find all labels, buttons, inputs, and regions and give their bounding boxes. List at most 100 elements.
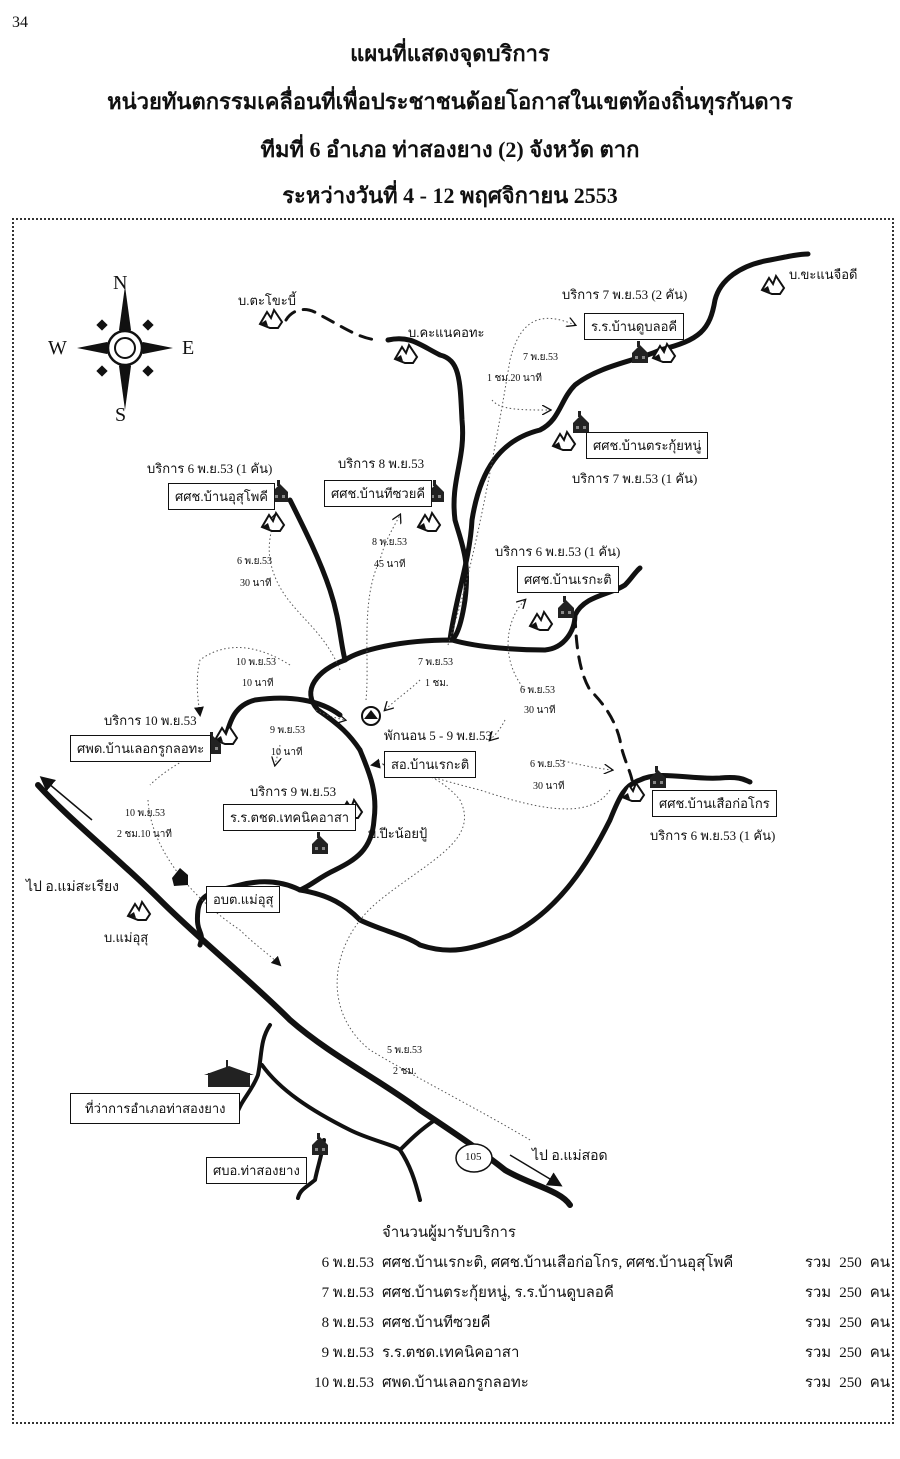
mountain-icon [417,512,441,532]
tent-icon [361,706,381,726]
summary-row: 6 พ.ย.53 ศศช.บ้านเรกะติ, ศศช.บ้านเสือก่อ… [300,1250,890,1274]
district-office-box[interactable]: ที่ว่าการอำเภอท่าสองยาง [70,1093,241,1124]
compass-rose-icon [77,286,173,410]
summary-date: 6 พ.ย.53 [321,1255,374,1271]
route-7-trakuinu [491,399,550,410]
service-point-box[interactable]: ศศช.บ้านทีซวยคี [324,480,433,507]
travel-time: 1 ชม.20 นาที [487,373,542,384]
service-point-box[interactable]: ร.ร.บ้านดูบลอคี [584,313,685,340]
summary-unit: คน [869,1375,890,1391]
page-number: 34 [12,14,28,31]
house-icon [312,1133,328,1155]
road-rekati-north [572,565,643,618]
arrow-to-mae-sot [509,1154,563,1187]
summary-count: 250 [839,1345,862,1361]
mountain-icon [552,431,576,451]
service-date-label: บริการ 7 พ.ย.53 (1 คัน) [572,471,698,486]
summary-sites: ร.ร.ตชด.เทคนิคอาสา [382,1345,520,1361]
service-point-box[interactable]: ศศช.บ้านตระกุ้ยหนู่ [586,432,709,459]
arrow-to-mae-sariang [39,776,93,821]
road-district-2 [260,1063,402,1152]
service-point-box[interactable]: ร.ร.ตชด.เทคนิคอาสา [223,804,357,831]
summary-count: 250 [839,1285,862,1301]
route-8-thisuaiki [365,515,400,701]
service-date-label: บริการ 6 พ.ย.53 (1 คัน) [147,461,273,476]
village-label: บ.ขะแนจือดี [789,267,858,282]
summary-sites: ศศช.บ้านตระกุ้ยหนู่, ร.ร.บ้านดูบลอคี [382,1285,614,1301]
travel-time: 10 นาที [271,747,303,758]
highway-105 [35,782,573,1208]
summary-total-label: รวม [804,1315,832,1331]
direction-mae-sariang: ไป อ.แม่สะเรียง [26,880,119,895]
road-usuphodi [287,497,348,663]
direction-mae-sot: ไป อ.แม่สอด [532,1149,608,1164]
route-10-loekruk-a [193,647,291,717]
travel-time: 10 นาที [242,678,274,689]
summary-row: 7 พ.ย.53 ศศช.บ้านตระกุ้ยหนู่, ร.ร.บ้านดู… [300,1280,890,1304]
mountain-icon [127,901,151,921]
travel-time: 2 ชม.10 นาที [117,829,172,840]
map-frame [12,218,894,1424]
base-stay-note: พักนอน 5 - 9 พ.ย.53 [384,728,493,743]
health-center-box[interactable]: ศบอ.ท่าสองยาง [206,1157,307,1184]
summary-total-label: รวม [804,1345,832,1361]
base-station-box[interactable]: สอ.บ้านเรกะติ [384,751,477,778]
route-7-dubloki [447,318,575,646]
route-6-rekati [507,600,525,691]
highway-number: 105 [465,1151,482,1163]
travel-time: 1 ชม. [425,678,449,689]
road-loop-west [308,657,363,753]
compass-west-label: W [48,337,67,359]
travel-date: 10 พ.ย.53 [125,808,165,819]
service-date-label: บริการ 6 พ.ย.53 (1 คัน) [650,828,776,843]
landmark-blob-icon [172,868,188,886]
service-date-label: บริการ 6 พ.ย.53 (1 คัน) [495,544,621,559]
road-south [297,747,378,893]
road-district-3 [398,1118,437,1152]
summary-total-label: รวม [804,1255,832,1271]
mountain-icon [394,344,418,364]
travel-time: 30 นาที [240,578,272,589]
service-point-box[interactable]: ศศช.บ้านเสือก่อโกร [652,790,777,817]
summary-total-label: รวม [804,1285,832,1301]
village-label: บ.ปีะน้อยปู้ [368,826,428,841]
service-date-label: บริการ 9 พ.ย.53 [250,784,337,799]
house-icon [632,341,648,363]
trail-suea-kokro [573,613,634,782]
compass-north-label: N [113,272,128,294]
service-date-label: บริการ 7 พ.ย.53 (2 คัน) [562,287,688,302]
summary-unit: คน [869,1255,890,1271]
title-line-2: หน่วยทันตกรรมเคลื่อนที่เพื่อประชาชนด้อยโ… [107,89,793,114]
travel-date: 8 พ.ย.53 [372,537,407,548]
trail-tachaibi [284,308,382,342]
compass-east-label: E [182,337,195,359]
route-5-base [336,758,531,1141]
service-point-box[interactable]: ศพด.บ้านเลอกรูกลอทะ [70,735,212,762]
travel-date: 7 พ.ย.53 [418,657,453,668]
house-icon [312,832,328,854]
service-point-box[interactable]: ศศช.บ้านอุสุโพคี [168,483,276,510]
service-point-box[interactable]: ศศช.บ้านเรกะติ [517,566,619,593]
travel-time: 2 ชม. [393,1066,417,1077]
route-6-suea [559,759,612,770]
obt-box[interactable]: อบต.แม่อุสุ [206,886,281,913]
route-9-b [275,744,280,765]
service-date-label: บริการ 10 พ.ย.53 [104,713,197,728]
summary-count: 250 [839,1375,862,1391]
travel-date: 5 พ.ย.53 [387,1045,422,1056]
house-icon [558,596,574,618]
road-northeast [447,251,811,643]
road-district [233,1023,272,1122]
route-6-return [385,765,611,810]
compass-south-label: S [115,404,127,426]
summary-unit: คน [869,1285,890,1301]
route-6-usuphodi [269,515,341,671]
summary-sites: ศศช.บ้านทีซวยคี [382,1315,491,1331]
mountain-icon [261,512,285,532]
road-loekruk [222,695,343,743]
highway-105-badge [455,1143,493,1173]
mountain-icon [529,611,553,631]
route-7-base [385,679,421,710]
house-icon [650,766,666,788]
